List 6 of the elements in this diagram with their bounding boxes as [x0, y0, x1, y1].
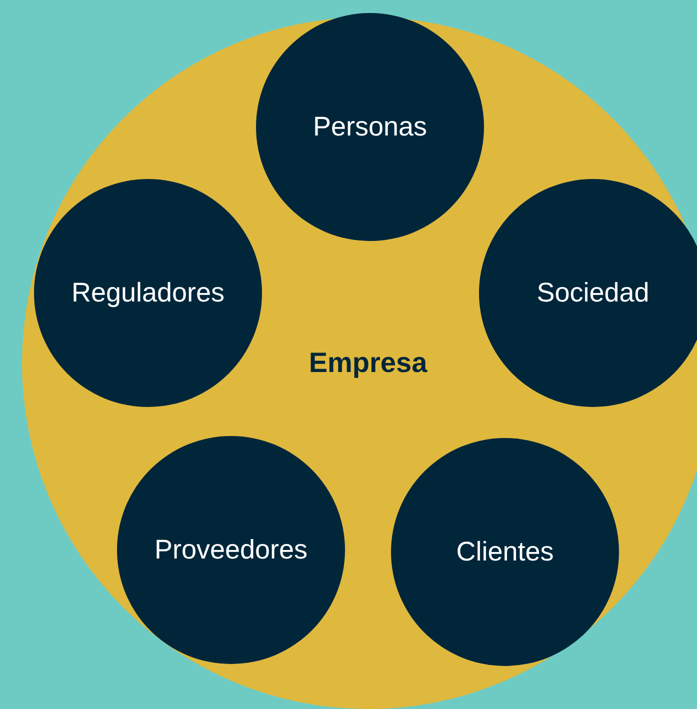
- circle-label: Proveedores: [154, 534, 308, 566]
- circle-label: Reguladores: [71, 278, 225, 308]
- circle-label: Clientes: [456, 536, 554, 568]
- center-label: Empresa: [308, 347, 428, 379]
- circle-label: Sociedad: [536, 278, 650, 308]
- circle-label: Personas: [312, 112, 428, 142]
